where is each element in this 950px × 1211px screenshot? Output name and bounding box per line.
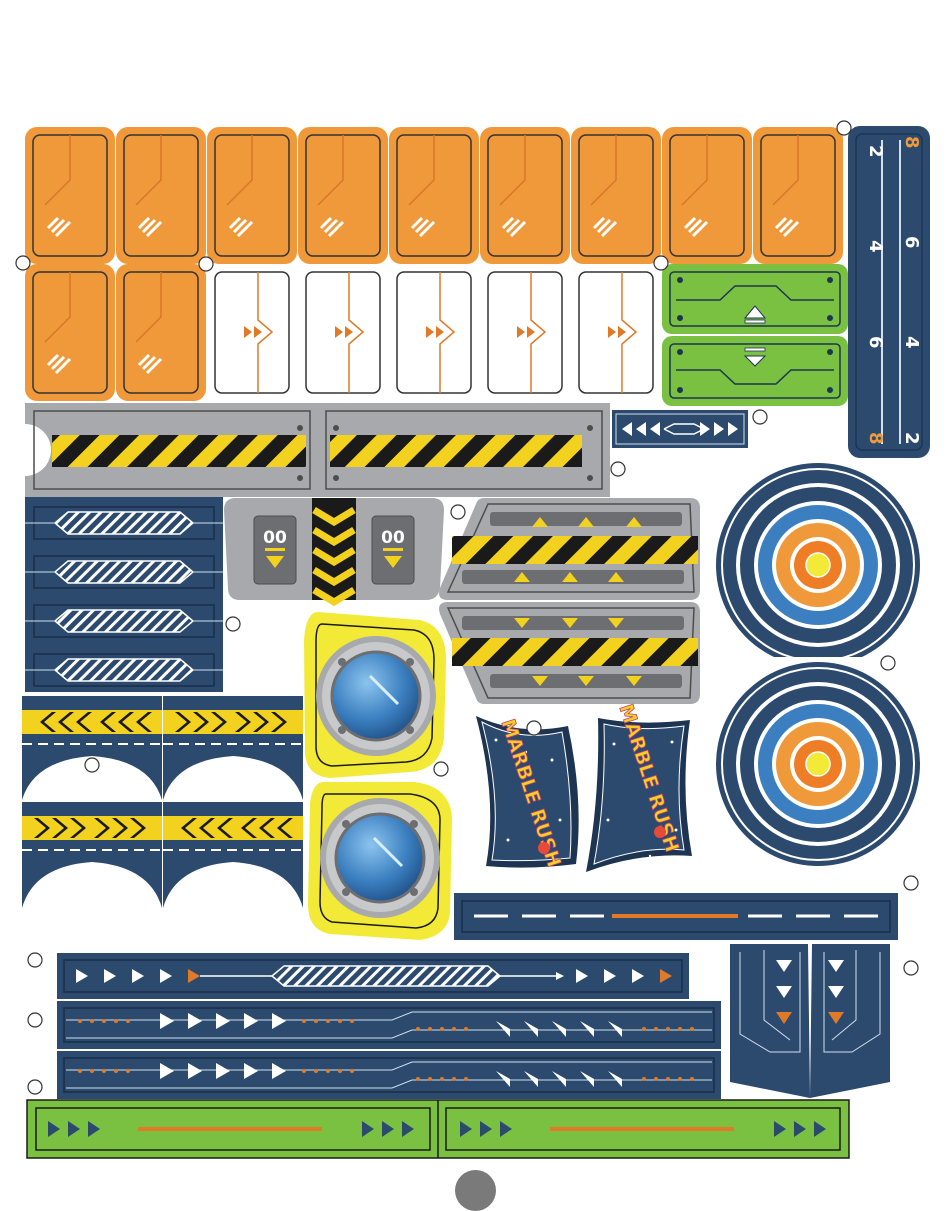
orange-tile: [116, 264, 206, 401]
hazard-gate: [0, 403, 610, 497]
orange-tiles: [25, 127, 843, 264]
hazard-plates: [439, 498, 700, 704]
light-strip: [57, 1001, 721, 1049]
counter-label-left: 00: [263, 528, 287, 548]
orange-tile: [298, 127, 388, 264]
white-tile: [306, 272, 380, 393]
orange-tile: [25, 127, 115, 264]
logo-sticker-right: MARBLE RUSH: [586, 701, 692, 872]
white-tile: [215, 272, 289, 393]
orange-tile: [116, 127, 206, 264]
ruler-number: 4: [865, 240, 886, 253]
page-badge: [455, 1170, 496, 1211]
target-bottom: [716, 662, 920, 866]
light-strip: [57, 1051, 721, 1099]
arch: [22, 696, 162, 800]
svg-text:4: 4: [901, 336, 922, 349]
white-tile: [397, 272, 471, 393]
counter-label-right: 00: [381, 528, 405, 548]
orange-tile: [207, 127, 297, 264]
logo-sticker-left: MARBLE RUSH: [476, 716, 579, 870]
navy-hatch-panel: [25, 497, 223, 692]
counter-panel: 00 00: [224, 498, 444, 602]
svg-text:8: 8: [865, 432, 886, 445]
dash-strip: [454, 893, 898, 940]
ruler-number: 6: [865, 336, 886, 349]
svg-text:6: 6: [901, 236, 922, 249]
arch: [163, 802, 303, 908]
navy-arches: [22, 696, 303, 908]
down-arrow-shield: [730, 944, 890, 1098]
light-strips: [57, 1001, 721, 1099]
orange-tile: [571, 127, 661, 264]
green-panels: [662, 264, 848, 406]
white-tiles: [215, 272, 653, 393]
arrow-strip-small: [612, 410, 748, 448]
target-top: [716, 463, 920, 669]
green-strip: [27, 1100, 849, 1158]
svg-text:8: 8: [901, 136, 922, 149]
white-tile: [488, 272, 562, 393]
arch: [163, 696, 303, 800]
white-tile: [579, 272, 653, 393]
orange-tiles-row2: [25, 264, 206, 401]
orange-tile: [753, 127, 843, 264]
ruler-strip: 2 4 6 8 8 6 4 2: [848, 126, 930, 458]
svg-text:2: 2: [901, 432, 922, 445]
orange-tile: [389, 127, 479, 264]
orange-tile: [480, 127, 570, 264]
ruler-number: 2: [865, 145, 886, 158]
porthole-top: [304, 612, 446, 778]
speed-strip: [57, 953, 689, 999]
orange-tile: [662, 127, 752, 264]
porthole-bottom: [308, 782, 452, 940]
orange-tile: [25, 264, 115, 401]
arch: [22, 802, 162, 908]
